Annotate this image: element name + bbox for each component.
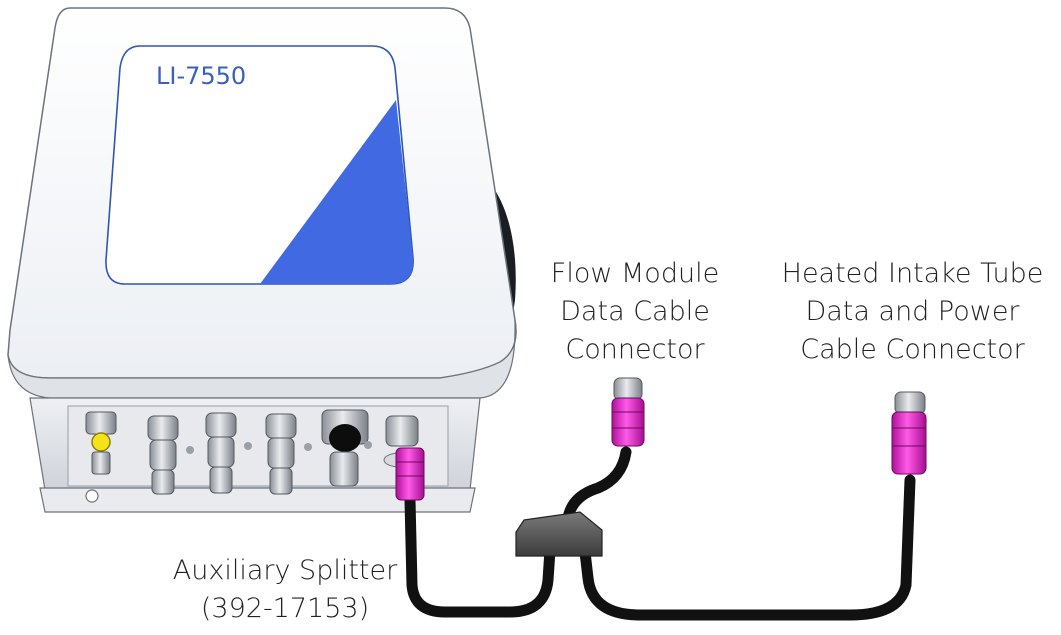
mounting-hole — [85, 489, 99, 503]
flow-module-label-line-3: Connector — [565, 334, 705, 365]
flow-module-label: Flow Module Data Cable Connector — [520, 255, 750, 369]
enclosure-lid-edge — [7, 319, 517, 399]
power-connector — [85, 411, 117, 475]
bnc-connector-2 — [205, 412, 252, 494]
aux-splitter-label-line-1: Auxiliary Splitter — [172, 555, 398, 586]
heated-intake-label-line-2: Data and Power — [805, 296, 1020, 327]
bnc-connector-3 — [265, 413, 312, 495]
aux-splitter-label-line-2: (392-17153) — [200, 593, 370, 624]
flow-module-label-line-2: Data Cable — [560, 296, 710, 327]
aux-splitter-label: Auxiliary Splitter (392-17153) — [150, 552, 420, 628]
li7550-enclosure: LI-7550 — [7, 7, 517, 513]
heated-intake-label: Heated Intake Tube Data and Power Cable … — [765, 255, 1060, 369]
bnc-connector-1 — [147, 415, 194, 495]
heated-intake-connector — [891, 391, 927, 475]
heated-intake-label-line-1: Heated Intake Tube — [781, 258, 1044, 289]
cable-to-heated-intake — [579, 474, 916, 621]
flow-module-label-line-1: Flow Module — [550, 258, 720, 289]
cables — [404, 446, 916, 621]
flow-module-connector — [611, 377, 645, 447]
cable-to-aux-port — [404, 494, 556, 618]
label-panel-blue-triangle — [260, 100, 414, 284]
enclosure-base-plate — [39, 487, 476, 513]
enclosure-recess — [67, 405, 449, 487]
auxiliary-splitter-body — [515, 511, 603, 557]
cable-to-flow-module — [562, 446, 632, 524]
aux-cable-connector — [395, 447, 425, 501]
ethernet-connector — [321, 409, 372, 487]
model-label: LI-7550 — [156, 62, 246, 90]
heated-intake-label-line-3: Cable Connector — [800, 334, 1025, 365]
